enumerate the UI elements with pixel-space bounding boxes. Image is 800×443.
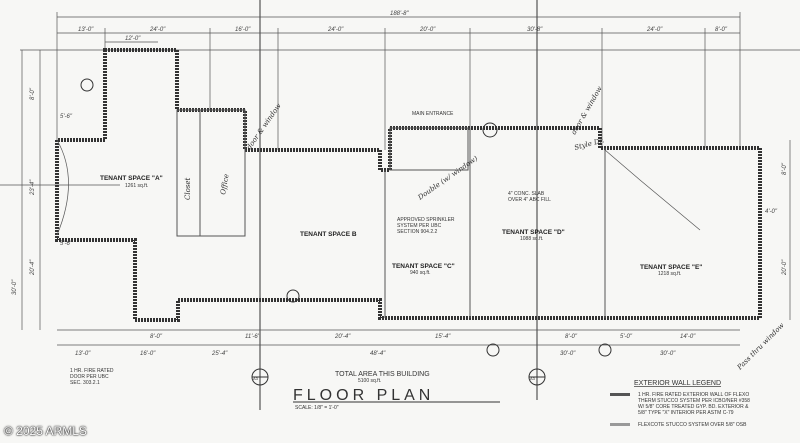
- legend-text-1: 1 HR. FIRE RATED EXTERIOR WALL OF FLEXO: [638, 392, 749, 398]
- dim-bottom-inner-7: 14'-0": [680, 334, 696, 340]
- dim-left-1: 8'-0": [30, 87, 36, 100]
- space-a-label: TENANT SPACE "A": [100, 175, 163, 182]
- dim-bottom-inner-5: 8'-0": [565, 334, 578, 340]
- dim-bottom-inner-1: 8'-0": [150, 334, 163, 340]
- dim-left-5: 20'-4": [30, 259, 36, 276]
- section-marker-label-1: A3: [253, 376, 259, 381]
- fire-note-2: DOOR PER UBC: [70, 374, 109, 380]
- space-e-label: TENANT SPACE "E": [640, 264, 702, 271]
- legend-title: EXTERIOR WALL LEGEND: [634, 380, 721, 387]
- section-markers: [80, 78, 612, 386]
- dim-top-5: 20'-0": [419, 27, 436, 33]
- sprinkler-note-1: APPROVED SPRINKLER: [397, 217, 455, 223]
- dim-bottom-4: 48'-4": [370, 351, 386, 357]
- dim-bottom-inner-3: 20'-4": [334, 334, 351, 340]
- dim-top-2: 24'-0": [149, 27, 166, 33]
- space-b-label: TENANT SPACE B: [300, 231, 357, 238]
- handwritten-note-6: Closet: [184, 177, 192, 200]
- handwritten-note-3: Style Dr.: [573, 136, 605, 152]
- dim-bottom-2: 16'-0": [140, 351, 156, 357]
- legend-swatch-1: [610, 393, 630, 396]
- space-d-area: 1088 sq.ft.: [520, 236, 543, 242]
- dim-right-1: 8'-0": [782, 162, 788, 175]
- dim-bottom-1: 13'-0": [75, 351, 91, 357]
- total-area-label: TOTAL AREA THIS BUILDING: [335, 371, 430, 378]
- dim-top-inner: 12'-0": [125, 36, 141, 42]
- dim-overall: 188'-8": [390, 11, 409, 17]
- sprinkler-note-3: SECTION 904.2.2: [397, 229, 438, 235]
- interior-walls: [56, 109, 701, 318]
- sprinkler-note-2: SYSTEM PER UBC: [397, 223, 442, 229]
- legend-text-3: W/ 5/8" CORE TREATED GYP. BD. EXTERIOR &: [638, 404, 749, 410]
- dim-bottom-inner-4: 15'-4": [435, 334, 451, 340]
- dim-top-4: 24'-0": [327, 27, 344, 33]
- dim-top-6: 30'-8": [527, 27, 543, 33]
- dimension-labels: 13'-0" 24'-0" 16'-0" 24'-0" 20'-0" 30'-8…: [12, 11, 788, 357]
- grid-lines: [0, 0, 800, 410]
- space-d-label: TENANT SPACE "D": [502, 229, 565, 236]
- slab-note-1: 4" CONC. SLAB: [508, 191, 545, 197]
- handwritten-note-1: door & window: [245, 102, 283, 151]
- total-area-value: 5100 sq.ft.: [358, 378, 381, 384]
- floor-plan-title: FLOOR PLAN: [293, 387, 434, 404]
- dim-top-7: 24'-0": [646, 27, 663, 33]
- fire-note-3: SEC. 303.2.1: [70, 380, 100, 386]
- legend-text-4: 5/8" TYPE "X" INTERIOR PER ASTM C-79: [638, 410, 734, 416]
- slab-note-2: OVER 4" ABC FILL: [508, 197, 551, 203]
- dim-top-8: 8'-0": [715, 27, 728, 33]
- dim-left-3: 23'-4": [30, 179, 36, 196]
- section-marker-label-2: A3: [530, 376, 536, 381]
- dim-bottom-5: 30'-0": [560, 351, 576, 357]
- space-c-label: TENANT SPACE "C": [392, 263, 455, 270]
- exterior-wall: [55, 48, 762, 322]
- dim-bottom-inner-6: 5'-0": [620, 334, 633, 340]
- dim-right-3: 20'-0": [782, 259, 788, 276]
- main-entrance-label: MAIN ENTRANCE: [412, 111, 454, 117]
- dim-bottom-6: 30'-0": [660, 351, 676, 357]
- handwritten-note-5: Pass thru window: [735, 321, 786, 372]
- space-c-area: 940 sq.ft.: [410, 270, 431, 276]
- dim-top-3: 16'-0": [235, 27, 251, 33]
- space-a-area: 1261 sq.ft.: [125, 183, 148, 189]
- dim-right-2: 4'-0": [765, 209, 778, 215]
- legend-text-5: FLEXCOTE STUCCO SYSTEM OVER 5/8" OSB: [638, 422, 747, 428]
- legend-swatch-2: [610, 423, 630, 426]
- dim-bottom-3: 25'-4": [211, 351, 228, 357]
- dim-left-4: 5'-6": [60, 241, 73, 247]
- scale-label: SCALE: 1/8" = 1'-0": [295, 405, 339, 411]
- legend-text-2: THERM STUCCO SYSTEM PER ICBO/NER #358: [638, 398, 750, 404]
- dim-left-2: 5'-6": [60, 114, 73, 120]
- dimension-lines: [21, 12, 791, 346]
- handwritten-note-7: Office: [219, 173, 231, 195]
- space-e-area: 1218 sq.ft.: [658, 271, 681, 277]
- watermark: © 2025 ARMLS: [4, 424, 87, 438]
- dim-bottom-inner-2: 11'-6": [245, 334, 261, 340]
- dim-left-6: 30'-0": [12, 279, 18, 295]
- dim-top-1: 13'-0": [78, 27, 94, 33]
- fire-note-1: 1 HR. FIRE RATED: [70, 368, 114, 374]
